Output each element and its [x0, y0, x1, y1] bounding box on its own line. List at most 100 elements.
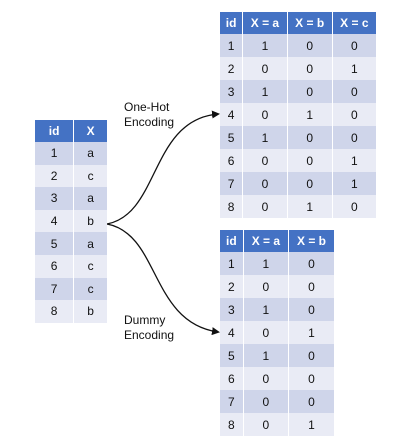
table-cell: 3 [35, 187, 75, 210]
table-cell: 0 [288, 275, 334, 298]
table-cell: 0 [332, 34, 376, 57]
table-cell: 6 [220, 149, 244, 172]
table-cell: b [73, 300, 107, 323]
table-cell: 1 [243, 344, 290, 367]
table-cell: a [73, 187, 107, 210]
table-cell: 0 [287, 149, 333, 172]
table-cell: 1 [332, 172, 376, 195]
table-cell: 3 [220, 80, 244, 103]
table-cell: 6 [220, 367, 244, 390]
table-cell: 0 [332, 195, 376, 218]
table-cell: 0 [242, 103, 288, 126]
table-cell: 0 [288, 367, 334, 390]
table-cell: 0 [242, 195, 288, 218]
column-header: id [35, 120, 75, 142]
table-cell: 1 [288, 413, 334, 436]
table-cell: 2 [220, 57, 244, 80]
table-cell: 4 [35, 209, 75, 233]
table-cell: 0 [243, 275, 290, 298]
table-cell: 3 [220, 298, 244, 321]
dummy-label-line1: Dummy [124, 313, 166, 327]
table-cell: 0 [243, 390, 290, 413]
column-header: X = b [287, 12, 333, 34]
table-cell: 1 [287, 195, 333, 218]
table-cell: 1 [220, 34, 244, 57]
onehot-encoding-label: One-Hot Encoding [124, 100, 174, 130]
table-cell: 1 [242, 34, 288, 57]
table-cell: 1 [35, 142, 75, 165]
table-cell: 8 [35, 300, 75, 323]
table-cell: 0 [242, 172, 288, 195]
table-cell: 4 [220, 321, 244, 344]
table-cell: 2 [220, 275, 244, 298]
table-cell: 7 [220, 172, 244, 195]
dummy-arrow [106, 223, 220, 336]
table-cell: 1 [332, 57, 376, 80]
table-cell: 4 [220, 103, 244, 126]
column-header: X = a [243, 230, 290, 252]
table-cell: 0 [287, 172, 333, 195]
table-cell: c [73, 164, 107, 188]
table-cell: 0 [288, 252, 334, 275]
dummy-encoding-label: Dummy Encoding [124, 313, 174, 343]
table-cell: 0 [332, 126, 376, 149]
table-cell: a [73, 232, 107, 255]
table-cell: 0 [242, 57, 288, 80]
table-cell: 5 [220, 126, 244, 149]
table-cell: 6 [35, 254, 75, 278]
table-cell: 0 [242, 149, 288, 172]
column-header: X = a [242, 12, 288, 34]
column-header: id [220, 230, 244, 252]
table-cell: 1 [242, 126, 288, 149]
table-cell: 2 [35, 164, 75, 188]
table-cell: 0 [287, 34, 333, 57]
table-cell: 5 [35, 232, 75, 255]
table-cell: 0 [287, 126, 333, 149]
table-cell: 0 [288, 298, 334, 321]
table-cell: 0 [332, 103, 376, 126]
table-cell: 0 [287, 57, 333, 80]
table-cell: 0 [332, 80, 376, 103]
table-cell: 1 [332, 149, 376, 172]
table-cell: 7 [35, 277, 75, 301]
table-cell: 5 [220, 344, 244, 367]
table-cell: 8 [220, 413, 244, 436]
table-cell: 0 [243, 367, 290, 390]
table-cell: 1 [287, 103, 333, 126]
table-cell: 1 [220, 252, 244, 275]
table-cell: 1 [243, 252, 290, 275]
column-header: id [220, 12, 244, 34]
table-cell: 0 [243, 413, 290, 436]
table-cell: 0 [288, 390, 334, 413]
original-header-row: id X [35, 120, 107, 142]
dummy-header-row: id X = a X = b [220, 230, 334, 252]
table-cell: 1 [243, 298, 290, 321]
column-header: X = c [332, 12, 376, 34]
table-cell: b [73, 209, 107, 233]
onehot-label-line2: Encoding [124, 115, 175, 129]
table-cell: c [73, 254, 107, 278]
table-cell: 1 [288, 321, 334, 344]
